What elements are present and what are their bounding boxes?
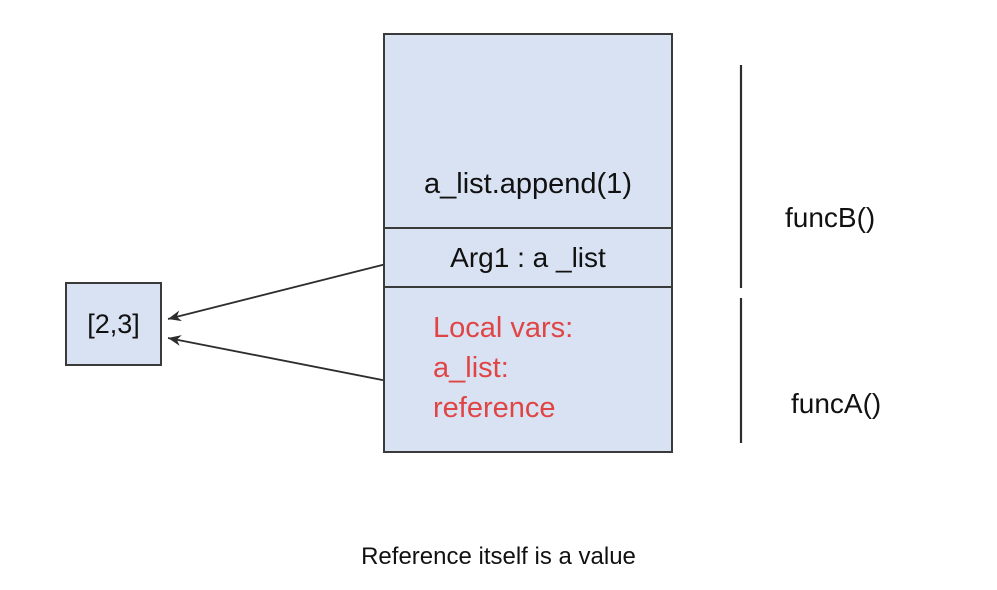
arg-text: Arg1 : a _list	[450, 241, 606, 273]
stack-frame-box: a_list.append(1) Arg1 : a _list Local va…	[383, 33, 673, 453]
list-object-value: [2,3]	[87, 308, 140, 339]
local-vars-section: Local vars: a_list: reference	[385, 288, 671, 451]
arrow-arg1-to-list-icon	[167, 255, 419, 322]
funcA-label: funcA()	[791, 388, 882, 419]
funcB-label: funcB()	[785, 202, 876, 233]
local-vars-line-2: a_list:	[433, 352, 509, 384]
arg-section: Arg1 : a _list	[385, 229, 671, 288]
arrow-localvar-to-list-icon	[167, 335, 414, 387]
caption-text: Reference itself is a value	[361, 543, 636, 570]
local-vars-line-1: Local vars:	[433, 312, 574, 344]
statement-section: a_list.append(1)	[385, 35, 671, 229]
statement-text: a_list.append(1)	[424, 168, 632, 200]
list-object-box: [2,3]	[65, 282, 162, 366]
local-vars-line-3: reference	[433, 392, 556, 424]
